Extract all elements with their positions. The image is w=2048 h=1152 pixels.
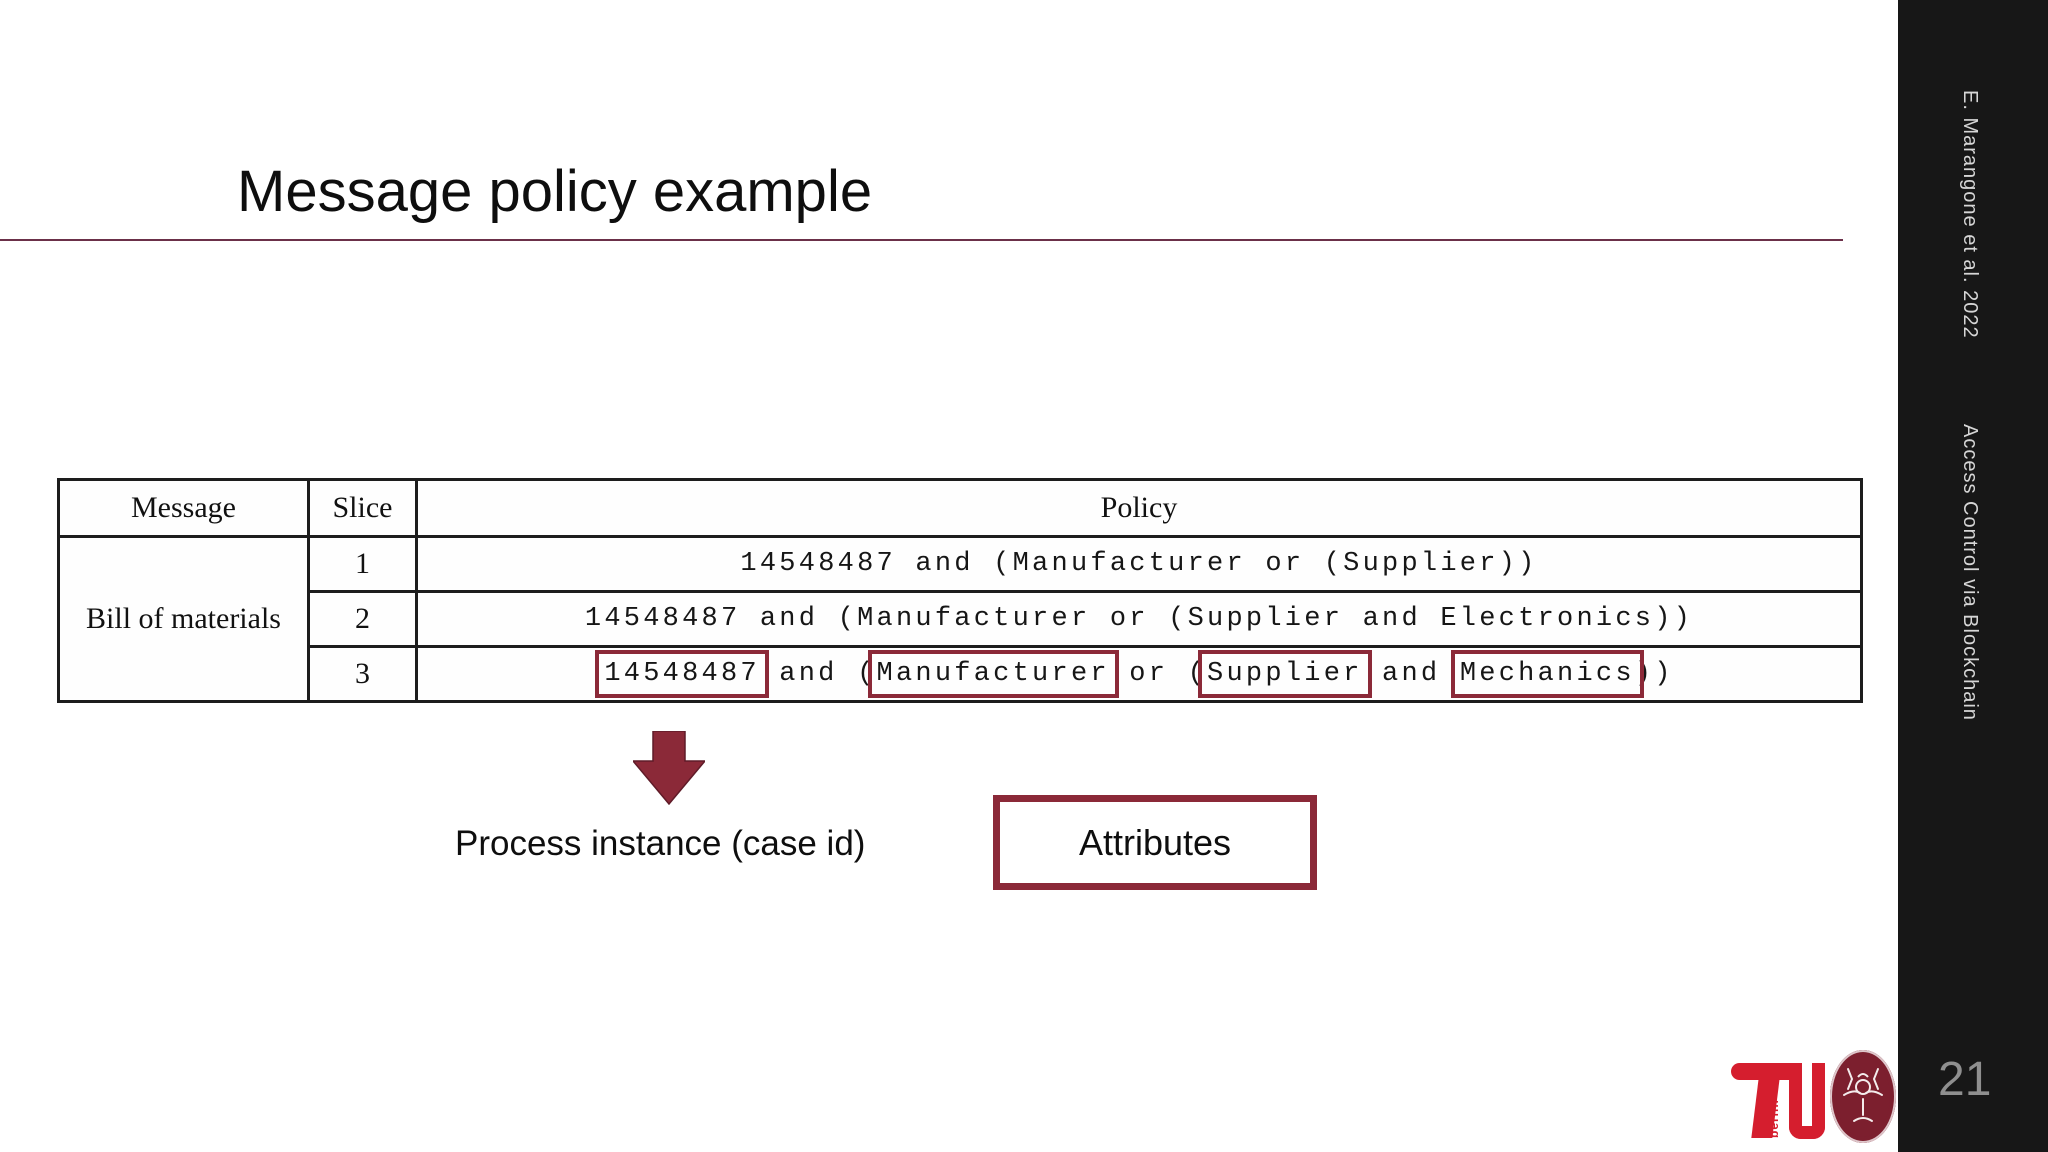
tu-berlin-logo: berlin: [1731, 1060, 1831, 1144]
citation-text: E. Marangone et al. 2022: [1959, 90, 1981, 339]
slice-cell: 3: [307, 645, 418, 703]
column-header-slice: Slice: [307, 478, 418, 538]
sapienza-cherub-icon: [1843, 1067, 1883, 1122]
policy-text: )): [1634, 659, 1674, 689]
page-number: 21: [1938, 1053, 1992, 1106]
table-row: 3 14548487 and (Manufacturer or (Supplie…: [59, 645, 1863, 703]
policy-cell: 14548487 and (Manufacturer or (Supplier)…: [415, 535, 1863, 593]
policy-text: or (: [1109, 659, 1208, 689]
column-header-message: Message: [57, 478, 310, 538]
policy-cell: 14548487 and (Manufacturer or (Supplier …: [415, 590, 1863, 648]
policy-text: and (: [759, 659, 877, 689]
slide-title: Message policy example: [237, 159, 873, 224]
down-arrow-icon: [633, 731, 705, 805]
tu-logo-u: [1789, 1063, 1825, 1139]
deck-title-text: Access Control via Blockchain: [1959, 424, 1981, 721]
title-rule: [0, 239, 1843, 241]
message-cell: Bill of materials: [57, 535, 310, 703]
highlight-case-id: 14548487: [595, 650, 769, 698]
attributes-box: Attributes: [993, 795, 1317, 890]
policy-cell: 14548487 and (Manufacturer or (Supplier …: [415, 645, 1863, 703]
column-header-policy: Policy: [415, 478, 1863, 538]
slice-cell: 2: [307, 590, 418, 648]
sapienza-logo: [1830, 1050, 1896, 1143]
highlight-supplier: Supplier: [1198, 650, 1372, 698]
policy-text: and: [1362, 659, 1460, 689]
sidebar: E. Marangone et al. 2022 Access Control …: [1898, 0, 2048, 1152]
attributes-label: Attributes: [1078, 821, 1232, 863]
tu-logo-berlin-text: berlin: [1767, 1099, 1781, 1138]
message-policy-table: Message Slice Policy Bill of materials 1…: [57, 478, 1863, 703]
logos: berlin: [1731, 1050, 1896, 1145]
highlight-manufacturer: Manufacturer: [867, 650, 1119, 698]
table-row: Bill of materials 1 14548487 and (Manufa…: [57, 535, 1863, 703]
highlight-mechanics: Mechanics: [1450, 650, 1644, 698]
slice-cell: 1: [307, 535, 418, 593]
tu-logo-t-bar: [1731, 1063, 1789, 1080]
table-row: 2 14548487 and (Manufacturer or (Supplie…: [59, 590, 1863, 648]
process-instance-label: Process instance (case id): [455, 824, 866, 863]
